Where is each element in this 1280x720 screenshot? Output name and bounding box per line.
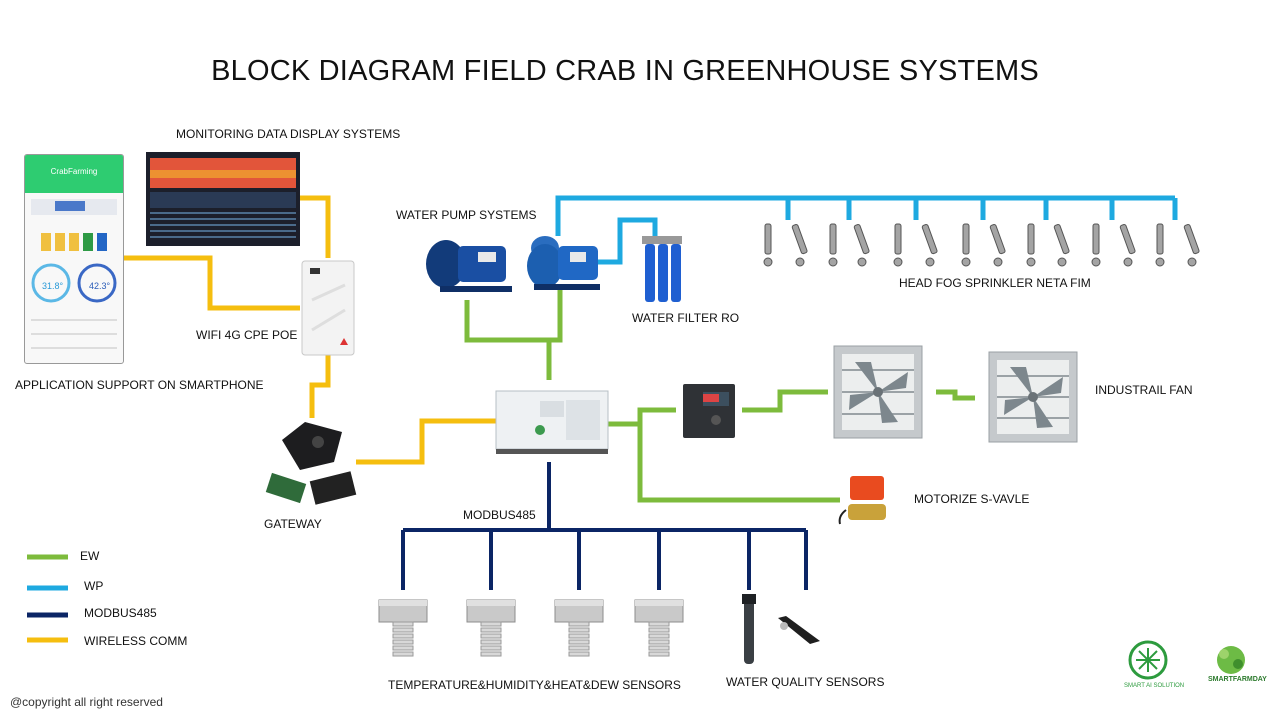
label-wifi-cpe: WIFI 4G CPE POE xyxy=(196,328,298,342)
logo-left-text: SMART AI SOLUTION xyxy=(1124,683,1185,689)
water-pump-2 xyxy=(527,236,600,290)
temperature-sensor-icon xyxy=(466,599,516,657)
app-header: CrabFarming xyxy=(25,155,123,193)
wifi-cpe-device xyxy=(301,260,355,356)
logo-smartfarmday xyxy=(1217,646,1245,674)
legend-modbus: MODBUS485 xyxy=(84,606,157,620)
label-temp-sensors: TEMPERATURE&HUMIDITY&HEAT&DEW SENSORS xyxy=(388,678,681,692)
wp-line-main xyxy=(555,195,1175,236)
copyright-text: @copyright all right reserved xyxy=(10,695,163,709)
sprinkler-icon xyxy=(1026,223,1036,267)
label-water-quality: WATER QUALITY SENSORS xyxy=(726,675,885,689)
ew-line-fan-fan xyxy=(936,389,975,401)
wireless-line-gateway-controller xyxy=(356,418,496,465)
wireless-line-phone-cpe xyxy=(122,255,300,311)
legend-lines xyxy=(27,554,68,643)
logo-right-text: SMARTFARMDAY xyxy=(1208,676,1267,683)
sprinkler-icon xyxy=(1155,223,1165,267)
label-modbus: MODBUS485 xyxy=(463,508,536,522)
water-pump-lines xyxy=(555,195,1178,265)
sprinkler-icon xyxy=(853,224,870,267)
ew-lines xyxy=(464,290,975,503)
legend-wp: WP xyxy=(84,579,104,593)
monitoring-display xyxy=(146,152,300,246)
diagram-title: BLOCK DIAGRAM FIELD CRAB IN GREENHOUSE S… xyxy=(211,55,1039,87)
ew-line-vfd-fan xyxy=(742,389,828,413)
legend-ew: EW xyxy=(80,549,100,563)
gateway-device xyxy=(265,422,357,505)
smartphone-app: CrabFarming 31.8° 42.3° xyxy=(24,154,124,364)
water-quality-sensors xyxy=(742,594,820,664)
temperature-sensor-icon xyxy=(634,599,684,657)
label-water-filter: WATER FILTER RO xyxy=(632,311,740,325)
label-app-support: APPLICATION SUPPORT ON SMARTPHONE xyxy=(15,378,264,392)
sprinkler-icon xyxy=(893,223,903,267)
industrial-fan-1 xyxy=(833,345,923,439)
phone-reading-2: 42.3° xyxy=(89,281,111,291)
motorized-valve xyxy=(838,476,886,525)
wireless-line-monitor-cpe xyxy=(300,195,331,258)
water-pump-1 xyxy=(426,240,512,292)
ro-filter-device xyxy=(642,236,682,302)
label-gateway: GATEWAY xyxy=(264,517,322,531)
fog-sprinklers xyxy=(763,223,1200,267)
label-industrial-fan: INDUSTRAIL FAN xyxy=(1095,383,1193,397)
label-monitoring: MONITORING DATA DISPLAY SYSTEMS xyxy=(176,127,401,141)
sprinkler-icon xyxy=(1183,224,1200,267)
temperature-sensors xyxy=(378,599,684,657)
modbus-lines xyxy=(401,462,808,590)
sprinkler-icon xyxy=(1053,224,1070,267)
sprinkler-icon xyxy=(791,224,808,267)
sprinkler-icon xyxy=(921,224,938,267)
sprinkler-icon xyxy=(763,223,773,267)
temperature-sensor-icon xyxy=(554,599,604,657)
sprinkler-icon xyxy=(1091,223,1101,267)
phone-reading-1: 31.8° xyxy=(42,281,64,291)
vfd-inverter xyxy=(683,384,735,438)
wireless-lines xyxy=(122,195,496,465)
legend-wireless: WIRELESS COMM xyxy=(84,634,188,648)
logo-smart-ai xyxy=(1128,640,1168,680)
industrial-fan-2 xyxy=(988,351,1078,443)
label-motorized-valve: MOTORIZE S-VAVLE xyxy=(914,492,1030,506)
sprinkler-icon xyxy=(961,223,971,267)
ew-line-controller-valve xyxy=(637,424,840,503)
sprinkler-icon xyxy=(828,223,838,267)
label-head-fog: HEAD FOG SPRINKLER NETA FIM xyxy=(899,276,1091,290)
label-water-pump: WATER PUMP SYSTEMS xyxy=(396,208,537,222)
wp-line-pump-filter xyxy=(598,217,658,265)
ew-line-pumps-controller xyxy=(464,290,563,343)
sprinkler-icon xyxy=(1119,224,1136,267)
ew-line-controller-vfd xyxy=(608,407,676,427)
controller-box xyxy=(495,390,609,454)
sprinkler-icon xyxy=(989,224,1006,267)
wireless-line-cpe-gateway xyxy=(309,355,331,418)
temperature-sensor-icon xyxy=(378,599,428,657)
